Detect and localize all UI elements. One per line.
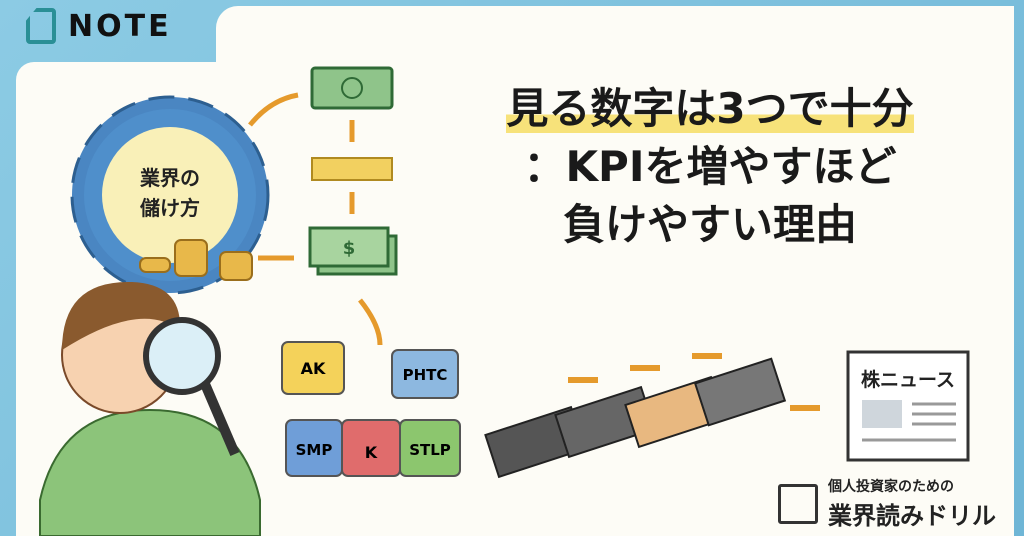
flow-arrows: [248, 92, 383, 346]
gear-label-2: 儲け方: [140, 196, 200, 220]
page-title: 見る数字は3つで十分 ：KPIを増やすほど 負けやすい理由: [440, 80, 980, 254]
puzzle-piece: [391, 349, 459, 399]
brand-logo: 個人投資家のための 業界読みドリル: [778, 476, 996, 531]
puzzle-label: AK: [301, 359, 326, 378]
dollar-symbol: $: [343, 238, 356, 259]
puzzle-label: STLP: [409, 441, 451, 459]
magnifier-icon: [143, 317, 221, 395]
cash-stack-icon: [308, 226, 398, 276]
newspaper-headline: 株ニュース: [861, 368, 955, 391]
title-line-1: 見る数字は3つで十分: [506, 84, 914, 133]
title-line-3: 負けやすい理由: [562, 200, 857, 249]
notepad-pencil-icon: [778, 483, 818, 524]
note-header: NOTE: [26, 8, 172, 44]
brand-subtitle: 個人投資家のための: [828, 479, 954, 495]
note-label: NOTE: [68, 8, 172, 44]
puzzle-label: SMP: [296, 441, 333, 459]
brand-name: 業界読みドリル: [828, 502, 996, 530]
puzzle-piece: [399, 419, 461, 477]
newspaper-icon: [846, 350, 970, 462]
document-icon: [26, 8, 56, 44]
dominoes: [484, 357, 787, 479]
bar-block: [311, 157, 393, 181]
puzzle-label: PHTC: [403, 366, 448, 384]
title-line-2: ：KPIを増やすほど: [523, 142, 897, 191]
gear-icon: [70, 95, 270, 295]
puzzle-label: K: [365, 443, 378, 462]
gear-label-1: 業界の: [140, 166, 200, 190]
banknote-icon: [310, 66, 394, 110]
person-with-magnifier: [39, 281, 261, 536]
coins-icon: [139, 239, 253, 281]
domino-arrows: [568, 353, 820, 411]
puzzle-piece: [281, 341, 345, 395]
